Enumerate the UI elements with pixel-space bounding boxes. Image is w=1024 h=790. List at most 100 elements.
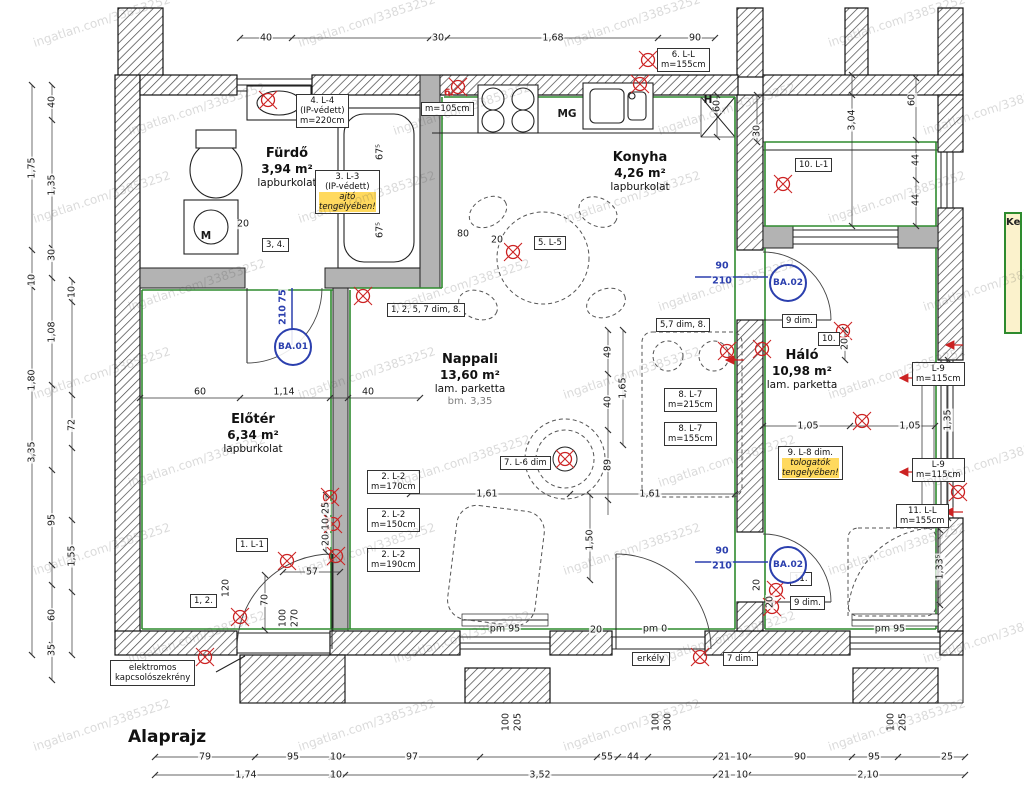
fixture-tag-line: tologatók bbox=[782, 458, 839, 469]
dimension-label: 60 bbox=[906, 92, 918, 108]
fixture-tag-line: tengelyében! bbox=[782, 468, 839, 479]
room-halo: Háló 10,98 m² lam. parketta bbox=[767, 348, 838, 392]
dimension-label: 49 bbox=[602, 344, 614, 360]
dimension-label: pm 95 bbox=[873, 623, 907, 635]
fixture-tag: 5,7 dim, 8. bbox=[656, 318, 710, 333]
dimension-label: 89 bbox=[602, 457, 614, 473]
dimension-label: 1,08 bbox=[46, 320, 58, 344]
lamp-symbol bbox=[448, 77, 468, 97]
dimension-label: 20 bbox=[751, 577, 763, 593]
door-code-badge: BA.02 bbox=[769, 546, 807, 584]
room-floor: lapburkolat bbox=[610, 181, 670, 194]
fixture-tag-line: m=115cm bbox=[916, 470, 961, 481]
dimension-label: 44 bbox=[910, 192, 922, 208]
dimension-label: 210 bbox=[711, 560, 733, 572]
fixtures bbox=[183, 82, 700, 673]
dimension-label: MG bbox=[557, 107, 577, 120]
dimension-label: 44 bbox=[910, 152, 922, 168]
dimension-label: 25 bbox=[320, 500, 332, 516]
dimension-label: 10 bbox=[734, 769, 750, 781]
room-name: Előtér bbox=[231, 412, 275, 427]
dimension-label: H bbox=[703, 93, 713, 106]
dimension-label: 270 bbox=[289, 607, 301, 629]
fixture-tag: 3, 4. bbox=[262, 238, 289, 253]
fixture-tag-line: 5. L-5 bbox=[538, 238, 562, 248]
dimension-label: 55 bbox=[599, 751, 615, 763]
dimension-label: 97 bbox=[404, 751, 420, 763]
dimension-label: 100 bbox=[885, 711, 897, 733]
fixture-tag-line: 1, 2. bbox=[194, 596, 213, 606]
room-eloter: Előtér 6,34 m² lapburkolat bbox=[223, 412, 282, 456]
electrical-cabinet-label: elektromos kapcsolószekrény bbox=[110, 660, 196, 687]
dimension-label: 20 bbox=[235, 218, 251, 230]
fixture-tag-line: 6. L-L bbox=[671, 50, 695, 60]
room-floor: lam. parketta bbox=[766, 379, 838, 392]
electrical-cabinet-line1: elektromos bbox=[128, 663, 177, 673]
door-code-badge: BA.01 bbox=[274, 328, 312, 366]
dimension-label: 30 bbox=[430, 32, 446, 44]
dimension-label: 1,74 bbox=[234, 769, 258, 781]
door-code-badge: BA.02 bbox=[769, 264, 807, 302]
fixture-tag-line: 3. L-3 bbox=[335, 172, 360, 182]
fixture-tag-line: tengelyében! bbox=[319, 202, 376, 213]
room-area: 13,60 m² bbox=[440, 368, 500, 383]
room-name: Konyha bbox=[612, 150, 668, 165]
dimension-label: 20 bbox=[764, 594, 776, 610]
fixture-tag: 10. bbox=[818, 332, 840, 347]
dimension-label: 1,50 bbox=[584, 528, 596, 552]
fixture-tag: 5. L-5 bbox=[534, 236, 566, 251]
dimension-label: 2,10 bbox=[856, 769, 880, 781]
dimension-label: 10 bbox=[328, 751, 344, 763]
fixture-tag-line: m=220cm bbox=[300, 116, 345, 127]
fixture-tag-line: m=215cm bbox=[668, 400, 713, 411]
lamp-symbol bbox=[852, 411, 872, 431]
fixture-tag: 1, 2. bbox=[190, 594, 217, 609]
fixture-tag-line: 9. L-8 dim. bbox=[787, 448, 833, 458]
dimension-label: 35 bbox=[46, 642, 58, 658]
room-area: 10,98 m² bbox=[772, 364, 832, 379]
drawing-title: Alaprajz bbox=[128, 727, 207, 747]
fixture-tag-line: 7 dim. bbox=[727, 654, 754, 664]
lamp-symbol bbox=[230, 607, 250, 627]
dimension-label: 1,35 bbox=[942, 408, 954, 432]
dimension-label: 67⁵ bbox=[374, 143, 386, 161]
fixture-tag-line: m=155cm bbox=[661, 60, 706, 71]
fixture-tag-line: 2. L-2 bbox=[381, 550, 406, 560]
dimension-label: pm 0 bbox=[641, 623, 669, 635]
fixture-tag-line: 9 dim. bbox=[786, 316, 813, 326]
dimension-label: 90 bbox=[792, 751, 808, 763]
dimension-label: 21 bbox=[716, 751, 732, 763]
dimension-label: 1,68 bbox=[541, 32, 565, 44]
lamp-symbol bbox=[630, 74, 650, 94]
dimension-label: 20 bbox=[588, 624, 604, 636]
fixture-tag-line: L-9 bbox=[931, 364, 945, 374]
dimension-label: 120 bbox=[220, 577, 232, 599]
dimension-label: 10 bbox=[26, 272, 38, 288]
fixture-tag-line: 1, 2, 5, 7 dim, 8. bbox=[391, 305, 462, 315]
room-konyha: Konyha 4,26 m² lapburkolat bbox=[610, 150, 669, 194]
dimension-label: 67⁵ bbox=[374, 221, 386, 239]
fixture-tag-line: m=190cm bbox=[371, 560, 416, 571]
dimension-label: 210 bbox=[277, 304, 289, 326]
dimension-label: M bbox=[200, 229, 212, 242]
room-name: Fürdő bbox=[265, 146, 309, 161]
dimension-label: 3,35 bbox=[26, 440, 38, 464]
dimension-label: 90 bbox=[687, 32, 703, 44]
dimension-label: 70 bbox=[259, 592, 271, 608]
fixture-tag: 7 dim. bbox=[723, 652, 758, 667]
fixture-tag-line: m=115cm bbox=[916, 374, 961, 385]
dimension-label: 20 bbox=[320, 532, 332, 548]
dimension-label: 20 bbox=[839, 336, 851, 352]
dimension-label: 1,61 bbox=[475, 488, 499, 500]
room-erkely-label: erkély bbox=[632, 652, 670, 666]
dimension-label: 1,35 bbox=[46, 173, 58, 197]
dimension-label: 1,65 bbox=[617, 376, 629, 400]
dimension-label: 44 bbox=[625, 751, 641, 763]
lamp-symbol bbox=[638, 50, 658, 70]
